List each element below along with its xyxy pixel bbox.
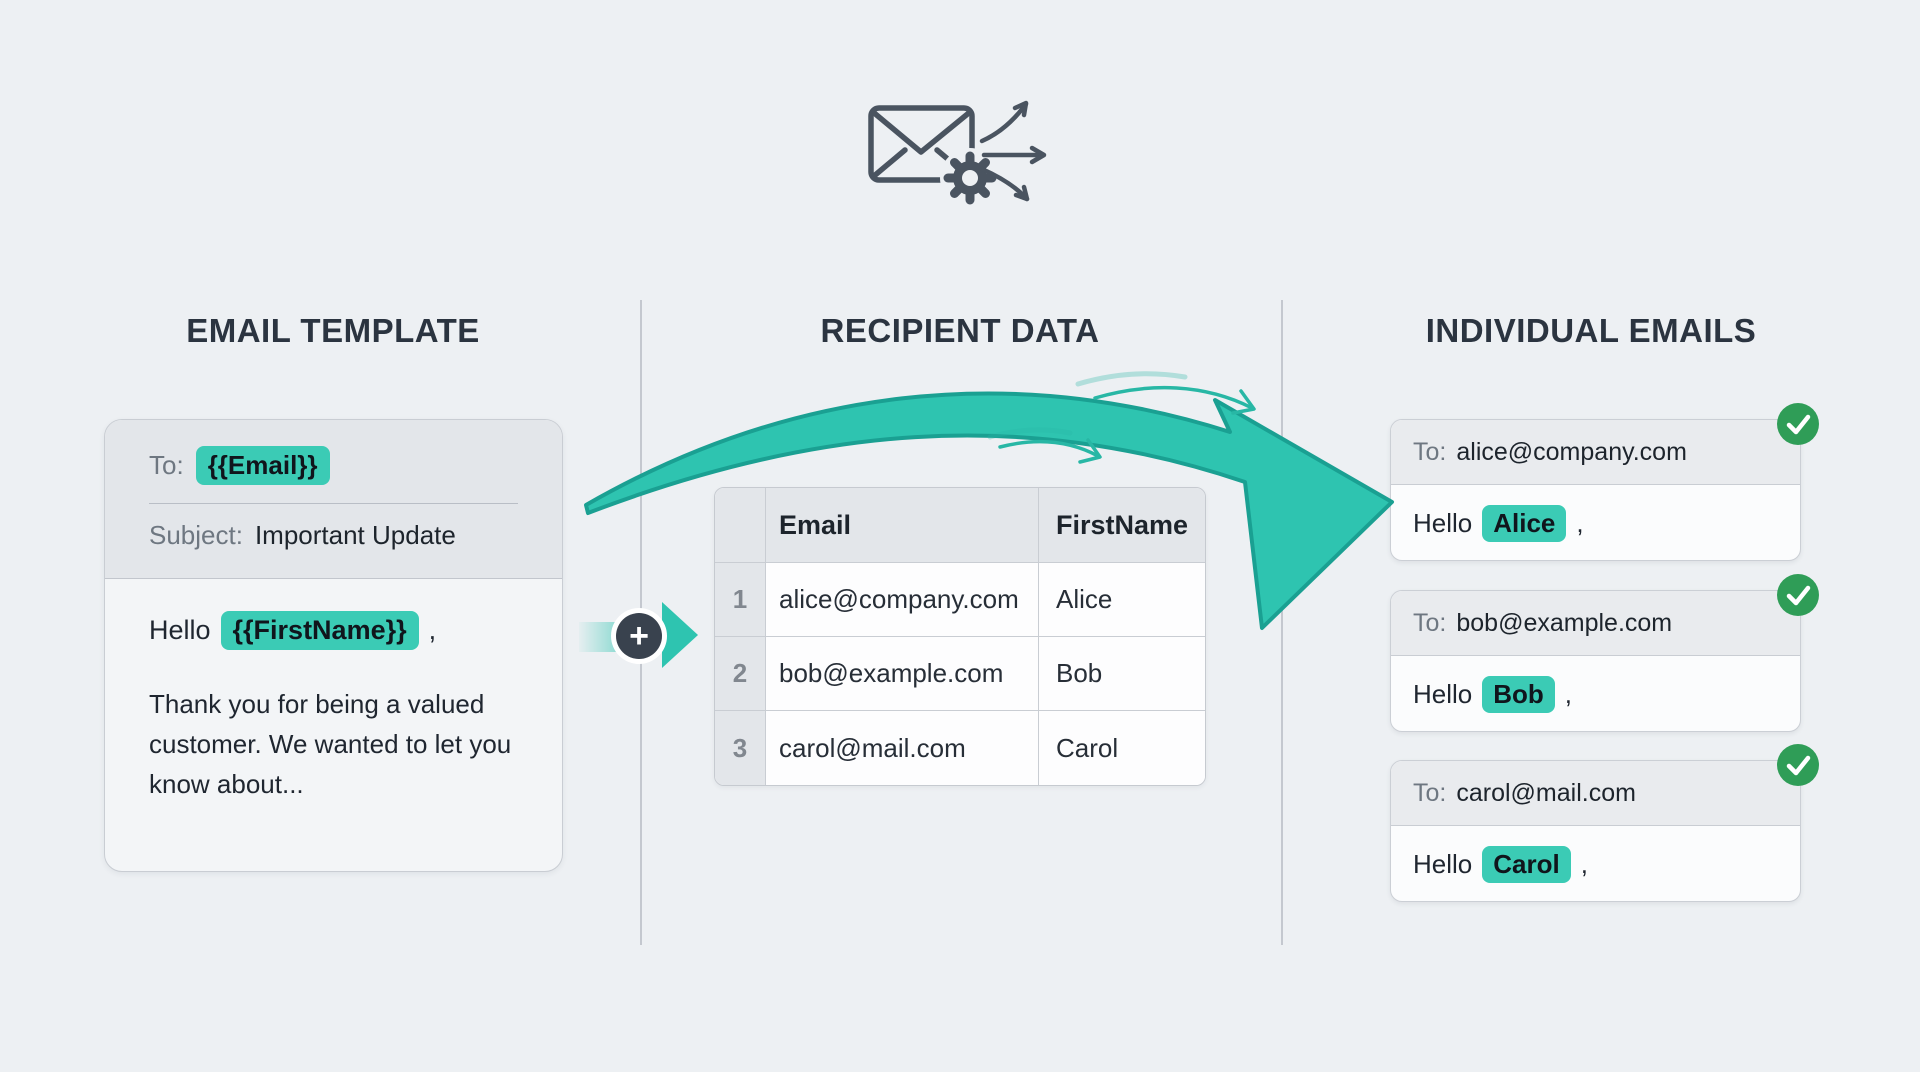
template-card-header: To: {{Email}} Subject: Important Update — [105, 420, 562, 579]
cell-firstname: Carol — [1039, 711, 1205, 785]
subject-label: Subject: — [149, 520, 243, 550]
email-card-header: To: carol@mail.com — [1391, 761, 1800, 826]
merge-plus-icon: + — [616, 613, 662, 659]
individual-email-card: To: alice@company.com Hello Alice , — [1390, 403, 1819, 561]
individual-email-card: To: bob@example.com Hello Bob , — [1390, 574, 1819, 732]
firstname-token-chip: {{FirstName}} — [220, 611, 419, 650]
greeting-comma: , — [1576, 507, 1584, 538]
email-card-body: Hello Carol , — [1391, 826, 1800, 902]
to-label: To: — [1413, 437, 1447, 466]
cell-firstname: Bob — [1039, 637, 1205, 711]
greeting-prefix: Hello — [1413, 848, 1473, 879]
envelope-send-gear-icon — [868, 100, 1047, 208]
to-address: carol@mail.com — [1456, 778, 1636, 807]
subject-value: Important Update — [254, 520, 456, 550]
success-check-icon — [1777, 744, 1819, 786]
plus-glyph: + — [629, 617, 649, 655]
recipient-table: Email FirstName 1 alice@company.com Alic… — [714, 487, 1206, 786]
greeting-comma: , — [428, 615, 437, 645]
to-label: To: — [1413, 608, 1447, 637]
merge-arrow: + — [575, 598, 705, 674]
speed-arrow-lower — [998, 439, 1100, 458]
cell-email: bob@example.com — [766, 637, 1039, 711]
cell-email: carol@mail.com — [766, 711, 1039, 785]
template-body-text: Thank you for being a valued customer. W… — [149, 689, 512, 799]
email-template-card: To: {{Email}} Subject: Important Update … — [104, 419, 563, 872]
email-card-body: Hello Alice , — [1391, 485, 1800, 561]
to-label: To: — [1413, 778, 1447, 807]
template-card-body: Hello {{FirstName}} , Thank you for bein… — [105, 579, 562, 804]
greeting-prefix: Hello — [1413, 678, 1473, 709]
cell-email: alice@company.com — [766, 563, 1039, 637]
row-number: 2 — [715, 637, 766, 711]
greeting-prefix: Hello — [1413, 507, 1473, 538]
email-card-header: To: bob@example.com — [1391, 591, 1800, 656]
table-header-email: Email — [766, 488, 1039, 563]
email-card-body: Hello Bob , — [1391, 656, 1800, 732]
to-address: bob@example.com — [1456, 608, 1673, 637]
greeting-comma: , — [1580, 848, 1588, 879]
to-label: To: — [149, 450, 184, 480]
merged-name-chip: Bob — [1482, 675, 1555, 713]
cell-firstname: Alice — [1039, 563, 1205, 637]
row-number: 1 — [715, 563, 766, 637]
email-token-chip: {{Email}} — [195, 446, 330, 485]
data-column-title: RECIPIENT DATA — [820, 312, 1100, 349]
merge-arrow-head — [662, 602, 698, 668]
merged-name-chip: Carol — [1482, 845, 1571, 883]
individual-email-card: To: carol@mail.com Hello Carol , — [1390, 744, 1819, 902]
email-card-header: To: alice@company.com — [1391, 420, 1800, 485]
speed-arrow-upper — [1093, 385, 1254, 410]
table-corner-cell — [715, 488, 766, 563]
emails-column-title: INDIVIDUAL EMAILS — [1425, 312, 1757, 349]
row-number: 3 — [715, 711, 766, 785]
header-divider — [149, 503, 518, 504]
column-divider-right — [1281, 300, 1283, 945]
success-check-icon — [1777, 574, 1819, 616]
table-header-firstname: FirstName — [1039, 488, 1205, 563]
greeting-comma: , — [1564, 678, 1573, 709]
to-address: alice@company.com — [1456, 437, 1687, 466]
success-check-icon — [1777, 403, 1819, 445]
greeting-prefix: Hello — [149, 615, 211, 645]
merged-name-chip: Alice — [1482, 504, 1567, 542]
template-column-title: EMAIL TEMPLATE — [186, 312, 480, 349]
